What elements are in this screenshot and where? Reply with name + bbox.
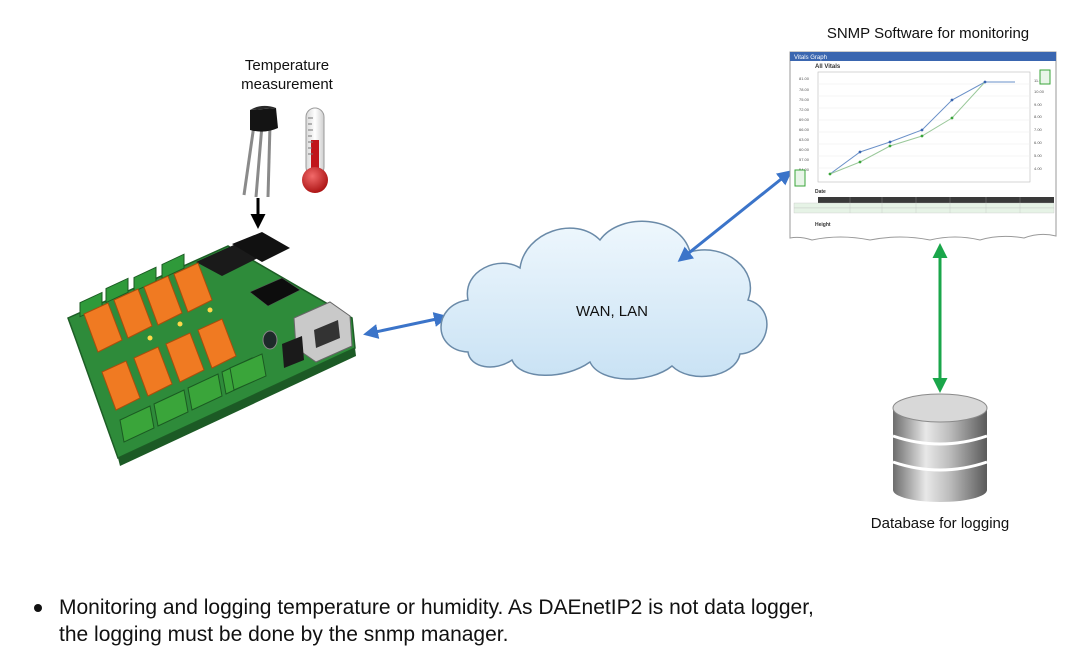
svg-text:9.00: 9.00 (1034, 102, 1043, 107)
snmp-software-screenshot: Vitals Graph All Vitals 81.0078.0075.00 … (789, 51, 1057, 241)
board-to-network-arrow (363, 312, 449, 339)
svg-text:78.00: 78.00 (799, 87, 810, 92)
bullet-icon (34, 604, 42, 612)
database-label: Database for logging (870, 515, 1010, 532)
network-cloud-icon (440, 220, 768, 380)
svg-text:6.00: 6.00 (1034, 140, 1043, 145)
svg-text:8.00: 8.00 (1034, 114, 1043, 119)
network-label: WAN, LAN (576, 303, 648, 320)
svg-text:81.00: 81.00 (799, 76, 810, 81)
svg-text:72.00: 72.00 (799, 107, 810, 112)
svg-text:75.00: 75.00 (799, 97, 810, 102)
snmp-label: SNMP Software for monitoring (826, 25, 1030, 42)
database-icon (892, 393, 988, 502)
screenshot-date-label: Date (815, 189, 826, 195)
svg-text:69.00: 69.00 (799, 117, 810, 122)
temperature-sensor-icon (242, 105, 278, 198)
relay-board-icon (67, 232, 356, 466)
screenshot-graph-title: All Vitals (815, 64, 841, 70)
svg-text:5.00: 5.00 (1034, 153, 1043, 158)
svg-text:10.00: 10.00 (1034, 89, 1045, 94)
svg-text:4.00: 4.00 (1034, 166, 1043, 171)
svg-text:60.00: 60.00 (799, 147, 810, 152)
description-bullet: Monitoring and logging temperature or hu… (34, 594, 1064, 648)
description-line-1: Monitoring and logging temperature or hu… (59, 596, 814, 619)
svg-text:57.00: 57.00 (799, 157, 810, 162)
description-line-2: the logging must be done by the snmp man… (59, 623, 509, 646)
svg-text:66.00: 66.00 (799, 127, 810, 132)
temperature-label: Temperature measurement (241, 57, 333, 93)
network-to-snmp-arrow (677, 170, 793, 262)
svg-text:63.00: 63.00 (799, 137, 810, 142)
screenshot-height-label: Height (815, 222, 831, 228)
svg-text:11.00: 11.00 (1034, 78, 1044, 83)
svg-text:7.00: 7.00 (1034, 127, 1043, 132)
screenshot-window-title: Vitals Graph (794, 55, 827, 61)
thermometer-icon (302, 107, 328, 193)
